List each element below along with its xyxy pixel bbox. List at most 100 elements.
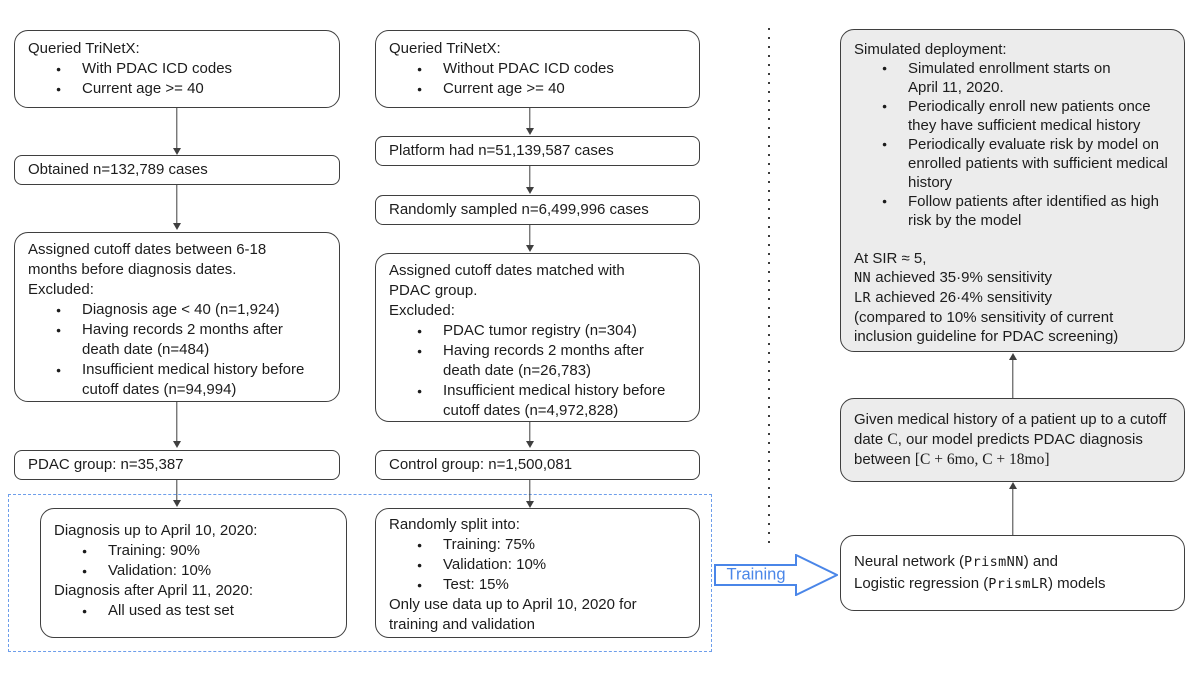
bullet-item: Insufficient medical history before cuto… [54, 360, 326, 400]
arrow-shaft [529, 422, 531, 442]
box-text: PDAC group: n=35,387 [28, 456, 184, 473]
control-cutoff-box: Assigned cutoff dates matched with PDAC … [375, 253, 700, 422]
arrow-shaft [176, 480, 178, 501]
bullet-item: Having records 2 months after death date… [415, 341, 686, 381]
arrow-shaft [1012, 359, 1014, 398]
pdac-cutoff-box: Assigned cutoff dates between 6-18 month… [14, 232, 340, 402]
arrow-shaft [529, 225, 531, 246]
up-arrow [1007, 482, 1019, 535]
sir-line: At SIR ≈ 5, [854, 250, 927, 267]
pdac-query-box: Queried TriNetX: With PDAC ICD codes Cur… [14, 30, 340, 108]
bullet-item: Simulated enrollment starts on April 11,… [880, 59, 1171, 97]
prediction-window-expression: [C + 6mo, C + 18mo] [914, 451, 1050, 468]
model-text-segment: Neural network ( [854, 553, 965, 570]
bullet-item: With PDAC ICD codes [54, 59, 326, 79]
bullet-item: Validation: 10% [80, 561, 333, 581]
control-split-box: Randomly split into: Training: 75% Valid… [375, 508, 700, 638]
model-text-segment: ) models [1047, 575, 1106, 592]
task-definition-box: Given medical history of a patient up to… [840, 398, 1185, 482]
bullet-list: Training: 75% Validation: 10% Test: 15% [389, 535, 686, 595]
nn-sensitivity-text: achieved 35·9% sensitivity [871, 269, 1052, 286]
arrow-head-icon [526, 187, 534, 194]
box-text: Assigned cutoff dates between 6-18 month… [28, 241, 267, 278]
training-arrow-label: Training [726, 565, 786, 584]
bullet-item: Insufficient medical history before cuto… [415, 381, 686, 421]
bullet-item: Training: 75% [415, 535, 686, 555]
bullet-item: All used as test set [80, 601, 333, 621]
dashed-training-region [8, 494, 712, 652]
bullet-list: Training: 90% Validation: 10% [54, 541, 333, 581]
bullet-item: Current age >= 40 [54, 79, 326, 99]
pdac-split-box: Diagnosis up to April 10, 2020: Training… [40, 508, 347, 638]
bullet-list: Diagnosis age < 40 (n=1,924) Having reco… [28, 300, 326, 400]
bullet-item: Follow patients after identified as high… [880, 192, 1171, 230]
bullet-item: Periodically enroll new patients once th… [880, 97, 1171, 135]
box-text: Excluded: [389, 302, 455, 319]
box-text: Control group: n=1,500,081 [389, 456, 573, 473]
box-title: Queried TriNetX: [389, 40, 501, 57]
nn-sensitivity-line: NN achieved 35·9% sensitivity [854, 268, 1171, 288]
block-arrow-icon [714, 554, 838, 596]
arrow-head-icon [1009, 482, 1017, 489]
control-sampled-box: Randomly sampled n=6,499,996 cases [375, 195, 700, 225]
lr-model-code: LR [854, 290, 872, 306]
model-text-segment: ) and [1023, 553, 1058, 570]
lr-sensitivity-text: achieved 26·4% sensitivity [871, 289, 1052, 306]
arrow-head-icon [526, 128, 534, 135]
pdac-group-box: PDAC group: n=35,387 [14, 450, 340, 480]
task-text-segment: Given medical history of a patient up to… [854, 411, 1167, 448]
box-text: Diagnosis up to April 10, 2020: [54, 522, 258, 539]
arrow-shaft [176, 108, 178, 149]
up-arrow [1007, 353, 1019, 398]
down-arrow [524, 166, 536, 194]
prismlr-code: PrismLR [988, 576, 1048, 592]
arrow-shaft [529, 108, 531, 129]
bullet-item: PDAC tumor registry (n=304) [415, 321, 686, 341]
arrow-head-icon [173, 500, 181, 507]
box-text: Randomly sampled n=6,499,996 cases [389, 201, 649, 218]
prismnn-code: PrismNN [964, 554, 1024, 570]
bullet-item: Validation: 10% [415, 555, 686, 575]
arrow-shaft [1012, 488, 1014, 535]
down-arrow [524, 225, 536, 252]
box-text: Excluded: [28, 281, 94, 298]
down-arrow [171, 108, 183, 155]
models-line: Logistic regression (PrismLR) models [854, 573, 1171, 595]
box-title: Queried TriNetX: [28, 40, 140, 57]
arrow-shaft [529, 166, 531, 188]
cutoff-variable: C [887, 431, 898, 448]
box-text: Obtained n=132,789 cases [28, 161, 208, 178]
comparison-note: (compared to 10% sensitivity of current … [854, 309, 1119, 345]
arrow-head-icon [526, 501, 534, 508]
bullet-item: Periodically evaluate risk by model on e… [880, 135, 1171, 192]
down-arrow [171, 402, 183, 448]
spacer [854, 230, 1171, 249]
control-query-box: Queried TriNetX: Without PDAC ICD codes … [375, 30, 700, 108]
bullet-item: Training: 90% [80, 541, 333, 561]
box-text: Platform had n=51,139,587 cases [389, 142, 614, 159]
arrow-shaft [176, 185, 178, 224]
down-arrow [171, 185, 183, 230]
models-box: Neural network (PrismNN) and Logistic re… [840, 535, 1185, 611]
box-text: Assigned cutoff dates matched with PDAC … [389, 262, 625, 299]
model-text-segment: Logistic regression ( [854, 575, 989, 592]
box-text: Only use data up to April 10, 2020 for t… [389, 596, 637, 633]
bullet-list: Without PDAC ICD codes Current age >= 40 [389, 59, 686, 99]
arrow-head-icon [173, 223, 181, 230]
arrow-head-icon [526, 245, 534, 252]
bullet-item: Without PDAC ICD codes [415, 59, 686, 79]
bullet-item: Having records 2 months after death date… [54, 320, 326, 360]
arrow-head-icon [526, 441, 534, 448]
arrow-head-icon [173, 441, 181, 448]
box-text: Diagnosis after April 11, 2020: [54, 582, 254, 599]
lr-sensitivity-line: LR achieved 26·4% sensitivity [854, 288, 1171, 308]
down-arrow [524, 108, 536, 135]
arrow-shaft [176, 402, 178, 442]
training-arrow: Training [714, 554, 838, 596]
nn-model-code: NN [854, 270, 872, 286]
box-text: Randomly split into: [389, 516, 520, 533]
pdac-obtained-box: Obtained n=132,789 cases [14, 155, 340, 185]
task-definition-text: Given medical history of a patient up to… [854, 410, 1171, 470]
down-arrow [524, 480, 536, 508]
